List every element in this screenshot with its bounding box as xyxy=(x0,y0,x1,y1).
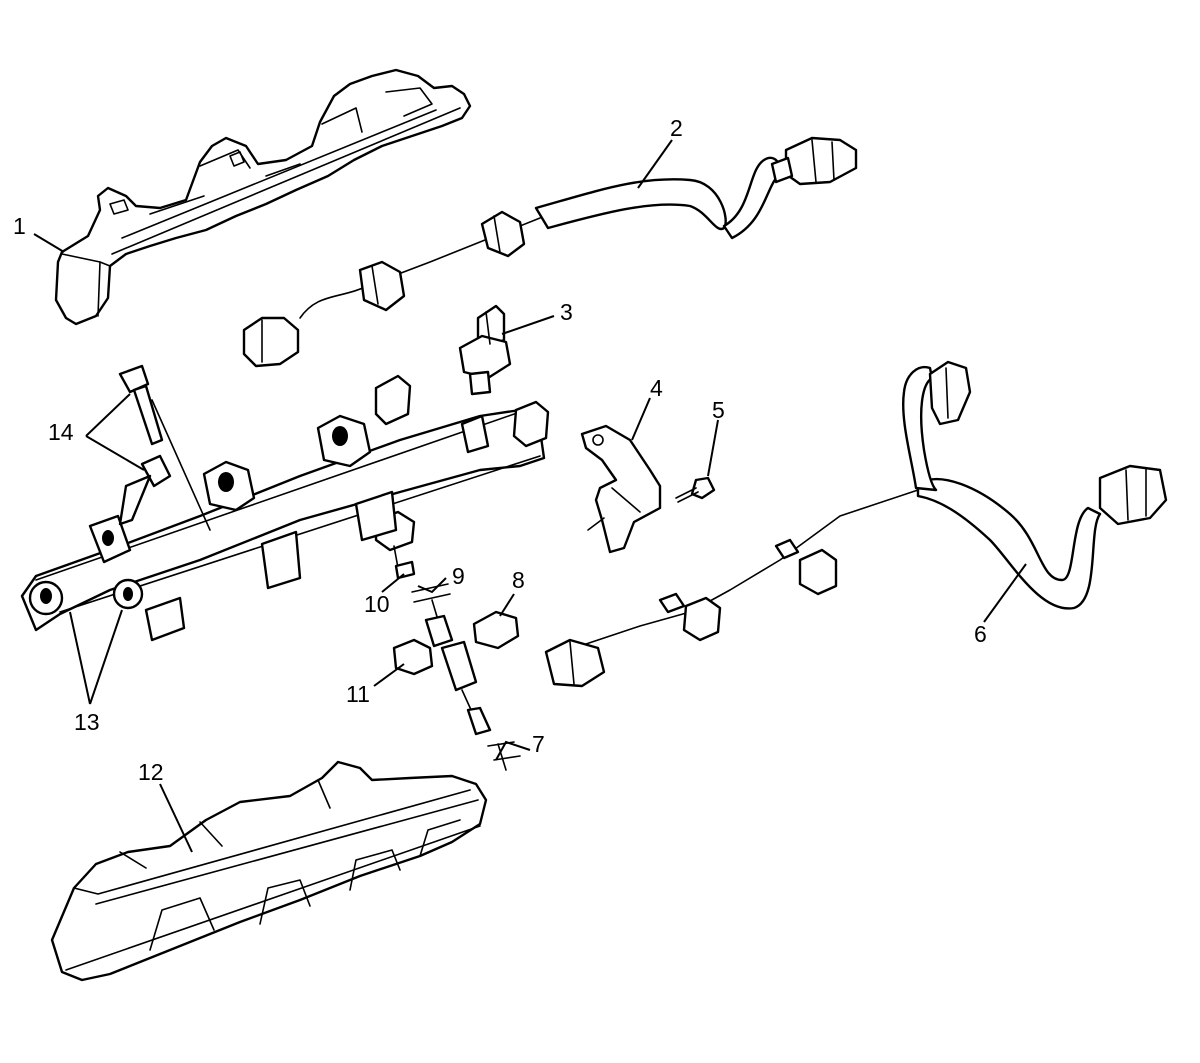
leader-3 xyxy=(501,315,555,335)
part-lower-rail-cover xyxy=(50,760,488,982)
part-injector-stack xyxy=(374,510,521,771)
leader-11 xyxy=(373,663,405,687)
leader-9 xyxy=(417,577,447,594)
callout-12: 12 xyxy=(138,759,164,785)
leader-13 xyxy=(69,609,123,705)
part-lower-injector-harness xyxy=(544,360,1168,688)
leader-10 xyxy=(381,573,405,593)
callout-5: 5 xyxy=(712,397,725,423)
callout-6: 6 xyxy=(974,621,987,647)
o-ring-10 xyxy=(394,560,416,580)
leader-14 xyxy=(85,393,145,471)
callout-7: 7 xyxy=(532,731,545,757)
part-pressure-sensor xyxy=(458,304,512,396)
callout-1: 1 xyxy=(13,213,26,239)
part-bolt-5 xyxy=(675,476,716,503)
part-bracket xyxy=(580,424,662,554)
callout-4: 4 xyxy=(650,375,663,401)
part-fuel-rail xyxy=(20,364,550,642)
callout-10: 10 xyxy=(364,591,390,617)
callout-9: 9 xyxy=(452,563,465,589)
leader-1 xyxy=(33,233,65,253)
leader-7 xyxy=(495,740,531,761)
callout-13: 13 xyxy=(74,709,100,735)
callout-11: 11 xyxy=(346,681,370,707)
leader-4 xyxy=(631,397,651,441)
callout-14: 14 xyxy=(48,419,74,445)
leader-8 xyxy=(499,593,515,617)
part-upper-rail-cover xyxy=(54,68,472,326)
callout-3: 3 xyxy=(560,299,573,325)
leader-lines xyxy=(33,139,1027,853)
leader-5 xyxy=(707,419,719,477)
leader-12 xyxy=(159,783,193,853)
callout-2: 2 xyxy=(670,115,683,141)
callout-8: 8 xyxy=(512,567,525,593)
leader-2 xyxy=(637,139,673,189)
part-upper-injector-harness xyxy=(242,136,858,368)
leader-6 xyxy=(983,563,1027,623)
callout-labels: 1 2 3 4 5 6 7 8 9 10 11 12 13 14 xyxy=(13,115,987,785)
